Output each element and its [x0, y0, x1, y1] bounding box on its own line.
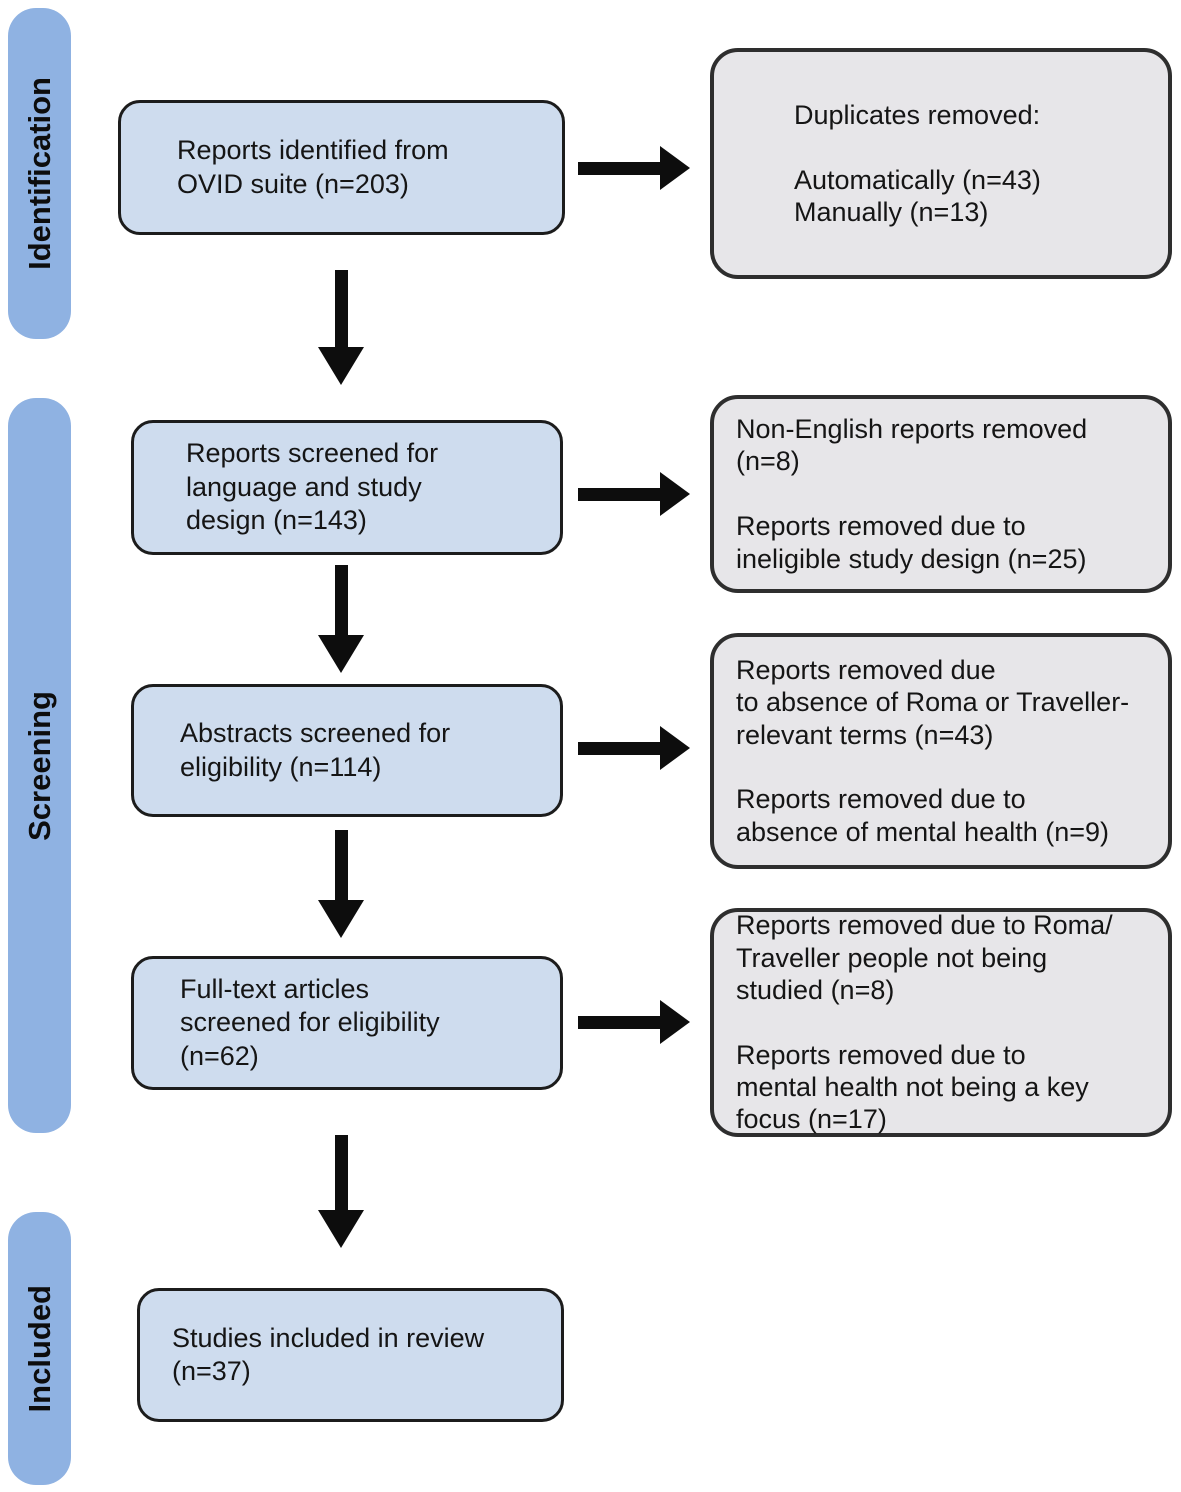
exclusion-box-language-design-removed: Non-English reports removed (n=8) Report…	[710, 395, 1172, 593]
arrow-head-icon	[660, 472, 690, 516]
arrow-head-icon	[318, 1210, 364, 1248]
arrow-shaft	[334, 1135, 348, 1210]
arrow-shaft	[334, 565, 348, 635]
flow-box-fulltext-screened: Full-text articles screened for eligibil…	[131, 956, 563, 1090]
arrow-down-2	[318, 565, 364, 673]
arrow-head-icon	[660, 146, 690, 190]
arrow-head-icon	[318, 347, 364, 385]
flow-box-abstracts-screened: Abstracts screened for eligibility (n=11…	[131, 684, 563, 817]
stage-label-included: Included	[21, 1284, 57, 1413]
arrow-shaft	[578, 487, 660, 501]
arrow-down-4	[318, 1135, 364, 1248]
arrow-head-icon	[660, 1000, 690, 1044]
arrow-down-1	[318, 270, 364, 385]
stage-label-screening: Screening	[21, 690, 57, 841]
flow-box-reports-identified: Reports identified from OVID suite (n=20…	[118, 100, 565, 235]
arrow-shaft	[578, 741, 660, 755]
stage-label-identification: Identification	[21, 77, 57, 270]
exclusion-box-abstract-exclusions: Reports removed due to absence of Roma o…	[710, 633, 1172, 869]
arrow-right-4	[578, 1000, 690, 1044]
arrow-shaft	[334, 270, 348, 347]
exclusion-box-fulltext-exclusions: Reports removed due to Roma/ Traveller p…	[710, 908, 1172, 1137]
arrow-head-icon	[660, 726, 690, 770]
flow-box-studies-included: Studies included in review (n=37)	[137, 1288, 564, 1422]
arrow-right-2	[578, 472, 690, 516]
exclusion-box-duplicates-removed: Duplicates removed: Automatically (n=43)…	[710, 48, 1172, 279]
arrow-shaft	[334, 830, 348, 900]
arrow-shaft	[578, 1015, 660, 1029]
arrow-head-icon	[318, 635, 364, 673]
arrow-down-3	[318, 830, 364, 938]
arrow-shaft	[578, 161, 660, 175]
stage-screening: Screening	[8, 398, 71, 1133]
stage-included: Included	[8, 1212, 71, 1485]
arrow-right-3	[578, 726, 690, 770]
arrow-right-1	[578, 146, 690, 190]
stage-identification: Identification	[8, 8, 71, 339]
flow-box-reports-screened-language: Reports screened for language and study …	[131, 420, 563, 555]
arrow-head-icon	[318, 900, 364, 938]
